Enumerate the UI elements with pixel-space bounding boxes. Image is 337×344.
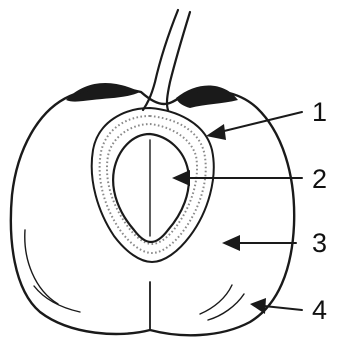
arrow-4: [264, 306, 302, 310]
label-2: 2: [312, 164, 327, 194]
arrow-2-head: [172, 170, 190, 186]
skin-highlights: [25, 230, 244, 320]
label-3: 3: [312, 228, 327, 258]
labels: 1 2 3 4: [312, 97, 327, 325]
label-4: 4: [312, 295, 327, 325]
arrow-1: [220, 112, 302, 132]
arrow-3-head: [222, 235, 240, 251]
label-1: 1: [312, 97, 327, 127]
arrow-1-head: [206, 124, 226, 140]
arrow-4-head: [250, 298, 266, 314]
stone: [92, 108, 214, 262]
stem-cavity-shading: [66, 83, 238, 108]
